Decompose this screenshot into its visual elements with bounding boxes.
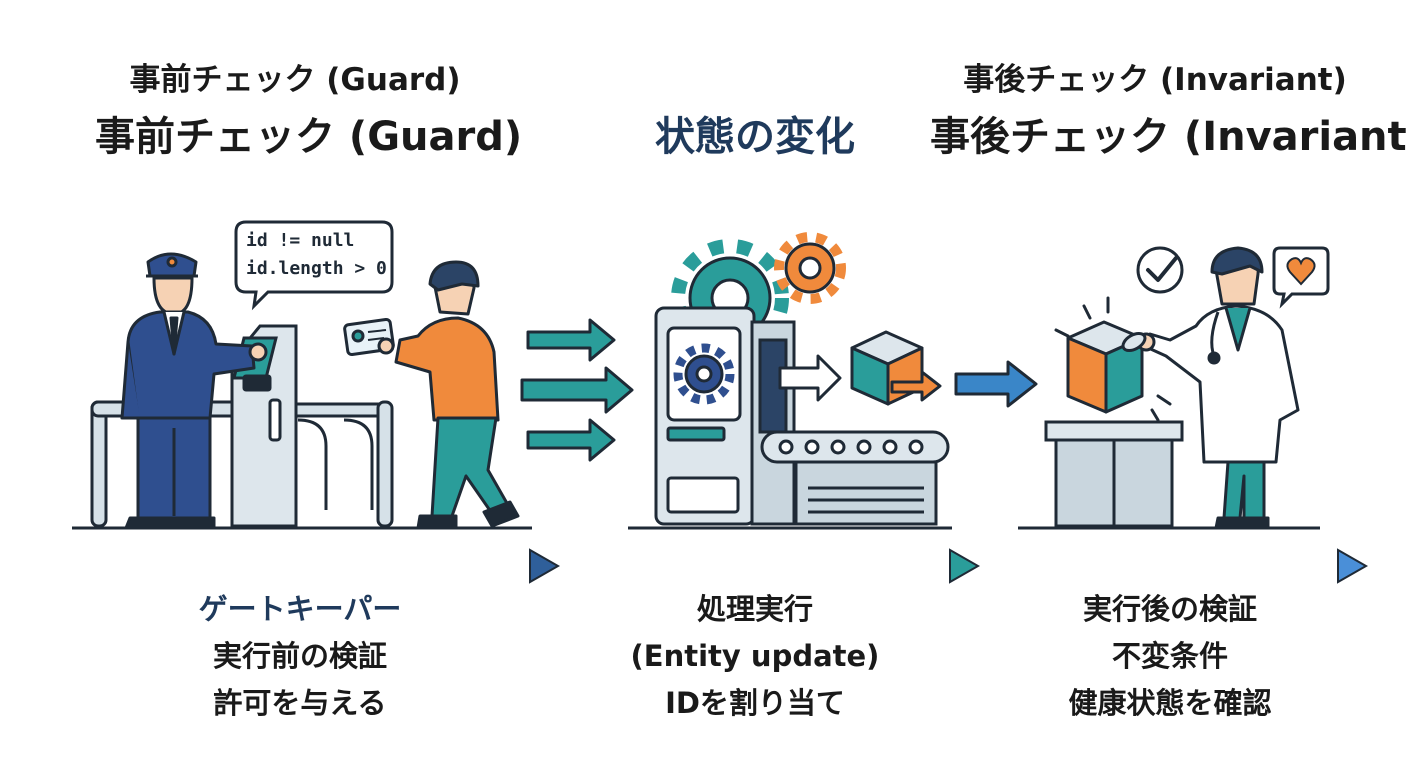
- guard-figure: [120, 252, 268, 530]
- orange-gear-icon: [774, 232, 846, 304]
- arrows-to-machine: [520, 318, 634, 462]
- cube-processed: [850, 330, 942, 406]
- invariant-caption: 実行後の検証 不変条件 健康状態を確認: [1000, 586, 1340, 727]
- invariant-title-large: 事後チェック (Invariant): [930, 114, 1408, 160]
- code-line-2: id.length > 0: [246, 258, 387, 279]
- invariant-title-small: 事後チェック (Invariant): [963, 62, 1347, 98]
- guard-caption-line3: 許可を与える: [213, 686, 387, 720]
- sparkle-lines: [1054, 296, 1172, 422]
- check-icon: [1136, 246, 1184, 294]
- invariant-caption-line2: 不変条件: [1111, 639, 1228, 673]
- invariant-caption-line1: 実行後の検証: [1082, 592, 1257, 626]
- guard-title-large: 事前チェック (Guard): [95, 114, 523, 160]
- conveyor: [760, 430, 950, 526]
- change-caption-line3: IDを割り当て: [665, 686, 845, 720]
- guard-caption-heading: ゲートキーパー: [198, 592, 402, 626]
- invariant-caption-line3: 健康状態を確認: [1068, 686, 1272, 720]
- change-caption-line2: (Entity update): [630, 639, 880, 673]
- doctor: [1136, 246, 1300, 530]
- arrow-to-invariant: [954, 360, 1038, 408]
- change-caption: 処理実行 (Entity update) IDを割り当て: [590, 586, 920, 727]
- heart-icon: [1272, 246, 1330, 309]
- code-speech-bubble: [234, 220, 394, 311]
- person-walking: [394, 260, 520, 530]
- code-line-1: id != null: [246, 230, 355, 251]
- change-caption-line1: 処理実行: [696, 592, 813, 626]
- machine-output-arrow: [778, 354, 842, 402]
- id-card: [343, 317, 395, 357]
- timeline: [42, 548, 1369, 584]
- change-title: 状態の変化: [655, 114, 855, 160]
- guard-caption: ゲートキーパー 実行前の検証 許可を与える: [110, 586, 490, 727]
- guard-title-small: 事前チェック (Guard): [129, 62, 461, 98]
- stethoscope: [1121, 311, 1221, 365]
- machine: [654, 306, 796, 526]
- guard-caption-line2: 実行前の検証: [212, 639, 387, 673]
- pedestal: [1044, 420, 1184, 528]
